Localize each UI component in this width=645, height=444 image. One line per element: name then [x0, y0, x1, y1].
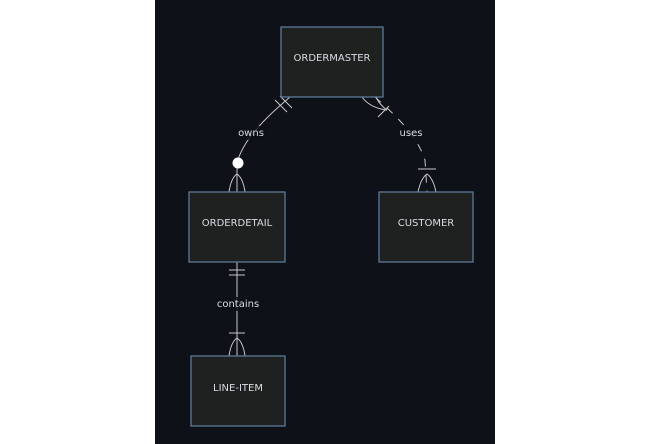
owns-zero-or-more-marker: [228, 157, 246, 193]
entity-box[interactable]: [280, 26, 384, 98]
owns-label: owns: [238, 128, 264, 139]
owns-line: [236, 96, 291, 192]
entity-box[interactable]: [188, 191, 286, 263]
owns-exactly-one-marker: [274, 95, 293, 113]
contains-label-bg: [216, 297, 260, 311]
entity-orderdetail[interactable]: ORDERDETAIL: [188, 191, 286, 263]
relationship-uses: uses: [361, 96, 437, 193]
entity-name: LINE-ITEM: [213, 383, 263, 394]
uses-line: [374, 96, 428, 193]
entity-name: ORDERDETAIL: [202, 218, 273, 229]
uses-one-or-more-marker-top: [361, 96, 390, 118]
relationship-contains: contains: [216, 262, 260, 357]
owns-label-bg: [234, 126, 268, 140]
owns-zero-circle: [232, 157, 244, 169]
entity-box[interactable]: [190, 355, 286, 427]
entity-name: ORDERMASTER: [294, 53, 371, 64]
entity-customer[interactable]: CUSTOMER: [378, 191, 474, 263]
entity-ordermaster[interactable]: ORDERMASTER: [280, 26, 384, 98]
uses-label: uses: [400, 128, 423, 139]
entity-name: CUSTOMER: [398, 218, 455, 229]
uses-one-or-more-marker-bottom: [417, 168, 437, 193]
uses-label-bg: [399, 126, 423, 140]
diagram-canvas: owns uses: [155, 0, 495, 444]
entity-box[interactable]: [378, 191, 474, 263]
contains-one-or-more-marker: [228, 332, 246, 357]
er-diagram: owns uses: [188, 26, 474, 427]
entity-line-item[interactable]: LINE-ITEM: [190, 355, 286, 427]
contains-exactly-one-marker: [229, 269, 245, 276]
relationship-owns: owns: [228, 95, 293, 193]
contains-label: contains: [217, 299, 259, 310]
